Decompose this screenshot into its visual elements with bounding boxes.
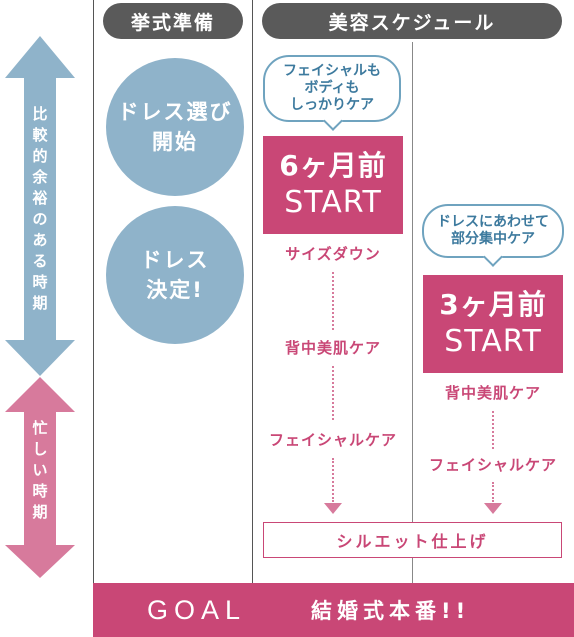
six-month-bubble-line2: ボディも (304, 80, 360, 96)
three-month-label: 3ヶ月前 (439, 288, 547, 321)
six-month-dots-2 (332, 366, 334, 420)
prep-column-header: 挙式準備 (103, 3, 243, 39)
six-month-step-back-care: 背中美肌ケア (284, 339, 382, 357)
goal-label: GOAL (147, 594, 247, 625)
six-month-label: 6ヶ月前 (279, 149, 387, 182)
three-month-arrow-head (484, 503, 502, 514)
three-month-bubble-line1: ドレスにあわせて (437, 214, 549, 230)
dress-selection-circle: ドレス選び 開始 (106, 58, 244, 196)
column-divider-left (93, 0, 94, 584)
three-month-step-back-care: 背中美肌ケア (444, 384, 542, 402)
column-divider-right (412, 42, 413, 584)
relaxed-period-arrow (5, 36, 75, 376)
six-month-bubble-line1: フェイシャルも (283, 63, 381, 79)
column-divider-middle (252, 0, 253, 584)
dress-selection-line1: ドレス選び (117, 100, 233, 124)
six-month-dots-1 (332, 272, 334, 330)
dress-decided-line2: 決定! (146, 278, 204, 302)
dress-selection-line2: 開始 (152, 130, 198, 154)
three-month-dots-2 (492, 482, 494, 502)
six-month-arrow-head (324, 503, 342, 514)
three-month-dots-1 (492, 411, 494, 449)
beauty-column-header: 美容スケジュール (262, 3, 562, 39)
wedding-day-label: 結婚式本番!! (311, 599, 471, 623)
six-month-step-size-down: サイズダウン (285, 245, 381, 263)
goal-bar: GOAL 結婚式本番!! (93, 583, 574, 637)
six-month-step-facial-care: フェイシャルケア (268, 431, 398, 449)
three-month-step-facial-care: フェイシャルケア (428, 456, 558, 474)
silhouette-finish-label: シルエット仕上げ (336, 532, 489, 551)
three-month-start-text: START (444, 324, 542, 359)
six-month-bubble-line3: しっかりケア (290, 97, 374, 113)
side-arrows (5, 36, 75, 578)
silhouette-finish-box: シルエット仕上げ (263, 522, 562, 558)
dress-decided-circle: ドレス 決定! (106, 206, 244, 344)
three-month-bubble-line2: 部分集中ケア (451, 231, 535, 247)
busy-period-label: 忙しい時期 (32, 419, 48, 521)
six-month-start-box: 6ヶ月前 START (263, 136, 403, 234)
relaxed-period-label: 比較的余裕のある時期 (32, 105, 48, 312)
dress-decided-line1: ドレス (140, 248, 210, 272)
busy-period-arrow (5, 377, 75, 578)
six-month-dots-3 (332, 458, 334, 502)
six-month-start-text: START (284, 185, 382, 220)
three-month-start-box: 3ヶ月前 START (423, 275, 563, 373)
